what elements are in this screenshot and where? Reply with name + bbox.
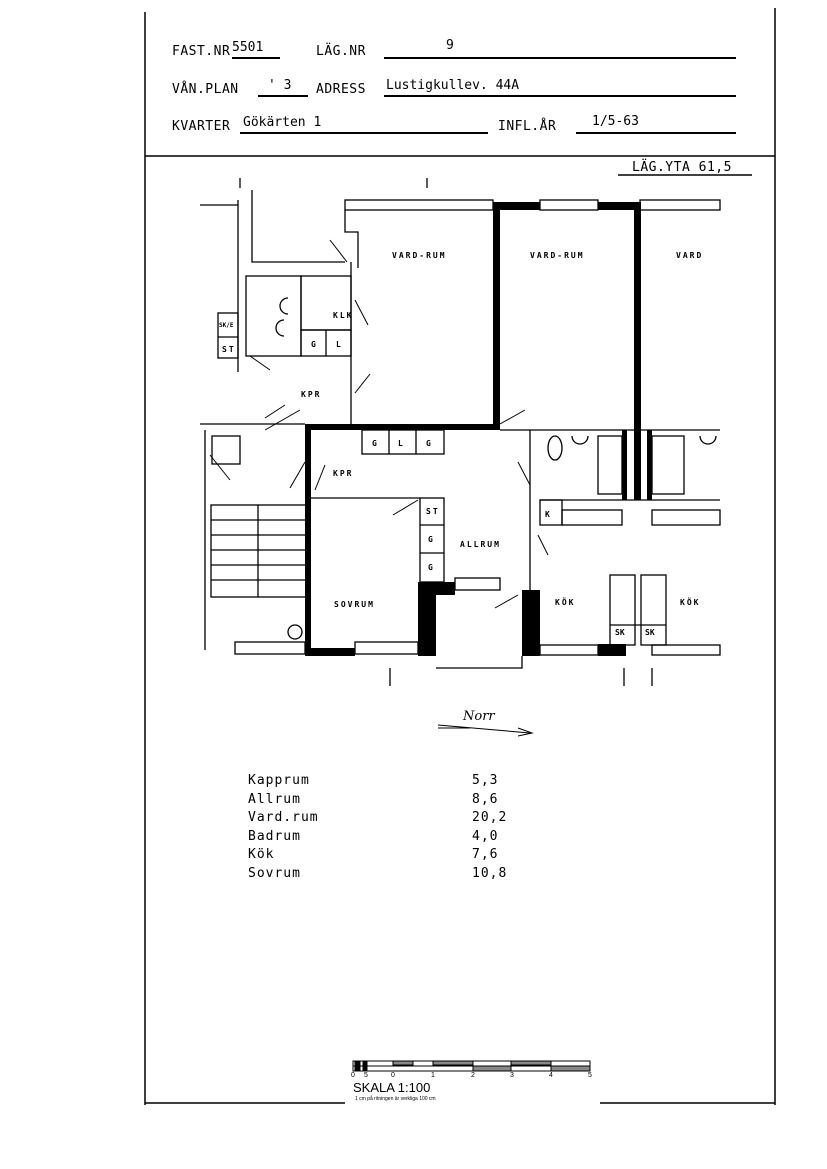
area-name: Kapprum — [248, 773, 310, 788]
scale-note: 1 cm på ritningen är verkliga 100 cm — [355, 1096, 436, 1102]
room-label-g: G — [428, 563, 435, 572]
room-label-vardrum: VARD — [676, 251, 703, 260]
load-bearing-walls — [305, 202, 652, 656]
room-label-allrum: ALLRUM — [460, 540, 501, 549]
fast-nr-label: FAST.NR — [172, 44, 231, 59]
north-arrow — [437, 724, 534, 737]
room-label-l: L — [336, 340, 343, 349]
adress-label: ADRESS — [316, 82, 366, 97]
document-frame — [144, 8, 776, 1105]
kvarter-underline — [240, 132, 488, 134]
room-label-sovrum: SOVRUM — [334, 600, 375, 609]
room-label-sk-e: SK/E — [219, 322, 234, 329]
room-label-g: G — [372, 439, 379, 448]
scale-tick: 5 — [364, 1072, 368, 1079]
room-label-kpr: KPR — [301, 390, 321, 399]
lag-yta-value: 61,5 — [698, 160, 732, 175]
fast-nr-value: 5501 — [232, 40, 264, 55]
lag-yta-label: LÄG.YTA — [632, 160, 691, 175]
kvarter-label: KVARTER — [172, 119, 231, 134]
area-value: 10,8 — [472, 865, 508, 881]
room-label-g: G — [428, 535, 435, 544]
room-label-vardrum: VARD-RUM — [392, 251, 447, 260]
lag-nr-label: LÄG.NR — [316, 44, 366, 59]
area-value: 7,6 — [472, 847, 499, 862]
scale-tick: 0 — [391, 1072, 395, 1079]
room-label-l: L — [398, 439, 405, 448]
room-label-k: K — [545, 510, 552, 519]
room-label-vardrum: VARD-RUM — [530, 251, 585, 260]
area-name: Vard.rum — [248, 810, 319, 825]
kvarter-value: Gökärten 1 — [243, 115, 322, 130]
area-names: Kapprum Allrum Vard.rum Badrum Kök Sovru… — [248, 772, 319, 883]
area-value: 5,3 — [472, 773, 499, 788]
lag-nr-value: 9 — [446, 38, 454, 53]
north-label: Norr — [462, 709, 495, 724]
room-label-st: ST — [426, 507, 440, 516]
van-plan-underline — [258, 95, 308, 97]
partition-walls — [200, 178, 721, 686]
scale-tick: 1 — [431, 1072, 435, 1079]
scale-tick: 2 — [471, 1072, 475, 1079]
infl-ar-label: INFL.ÅR — [498, 119, 557, 134]
room-label-kpr: KPR — [333, 469, 353, 478]
area-value: 4,0 — [472, 828, 499, 844]
room-label-g: G — [426, 439, 433, 448]
room-label-sk: SK — [645, 628, 655, 637]
area-name: Allrum — [248, 791, 301, 807]
fast-nr-underline — [232, 57, 280, 59]
door-swings — [209, 239, 549, 609]
van-plan-label: VÅN.PLAN — [172, 82, 239, 97]
lag-nr-underline — [384, 57, 736, 59]
room-labels: VARD-RUM VARD-RUM VARD KLK G L SK/E ST K… — [219, 251, 703, 724]
area-value: 8,6 — [472, 791, 499, 807]
scale-tick: 4 — [549, 1072, 553, 1079]
scale-tick: 3 — [510, 1072, 514, 1079]
room-label-st: ST — [222, 345, 236, 354]
room-label-kok: KÖK — [555, 597, 575, 607]
infl-ar-underline — [576, 132, 736, 134]
area-name: Sovrum — [248, 865, 301, 881]
adress-underline — [384, 95, 736, 97]
scale-tick: 5 — [588, 1072, 592, 1079]
lag-yta: LÄG.YTA 61,5 — [632, 160, 732, 175]
adress-value: Lustigkullev. 44A — [386, 78, 520, 93]
area-value: 20,2 — [472, 810, 508, 825]
scale-title: SKALA 1:100 — [353, 1080, 431, 1095]
infl-ar-value: 1/5-63 — [592, 114, 639, 129]
room-label-klk: KLK — [333, 311, 353, 320]
room-label-g: G — [311, 340, 318, 349]
room-label-sk: SK — [615, 628, 625, 637]
van-plan-value: ' 3 — [268, 78, 292, 93]
room-label-kok: KÖK — [680, 597, 700, 607]
area-values: 5,3 8,6 20,2 4,0 7,6 10,8 — [472, 772, 507, 883]
area-name: Kök — [248, 847, 275, 862]
scale-tick: 0 — [351, 1072, 355, 1079]
area-name: Badrum — [248, 828, 301, 844]
scale-bar — [352, 1060, 591, 1072]
